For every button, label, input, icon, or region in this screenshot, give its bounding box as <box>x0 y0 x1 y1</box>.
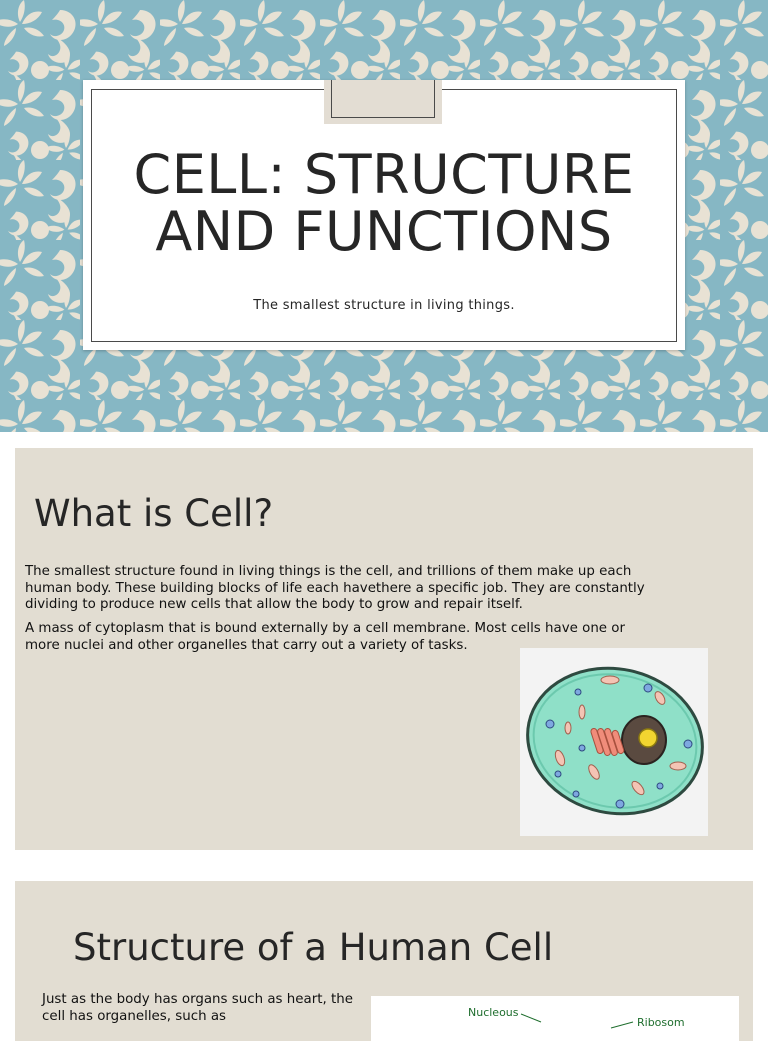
what-is-cell-slide: What is Cell? The smallest structure fou… <box>15 448 753 850</box>
paragraph: A mass of cytoplasm that is bound extern… <box>25 621 626 653</box>
presentation-subtitle: The smallest structure in living things. <box>253 298 515 313</box>
title-card-tab <box>324 80 442 124</box>
title-slide: Cell: Structure and Functions The smalle… <box>0 0 768 432</box>
slide-heading: What is Cell? <box>34 492 274 535</box>
slide-heading: Structure of a Human Cell <box>73 926 554 969</box>
presentation-title: Cell: Structure and Functions <box>133 143 635 263</box>
structure-of-human-cell-slide: Structure of a Human Cell Just as the bo… <box>15 881 753 1041</box>
diagram-leader-lines <box>520 1013 634 1029</box>
cell-diagram: Nucleous Ribosom <box>371 996 739 1041</box>
animal-cell-illustration <box>526 666 704 816</box>
animal-cell-image <box>520 648 708 836</box>
title-card: Cell: Structure and Functions The smalle… <box>83 80 685 350</box>
paragraph: The smallest structure found in living t… <box>25 564 645 612</box>
diagram-label-nucleus: Nucleous <box>468 1006 519 1019</box>
title-card-tab-inner <box>331 80 435 118</box>
paragraph: Just as the body has organs such as hear… <box>42 992 353 1024</box>
